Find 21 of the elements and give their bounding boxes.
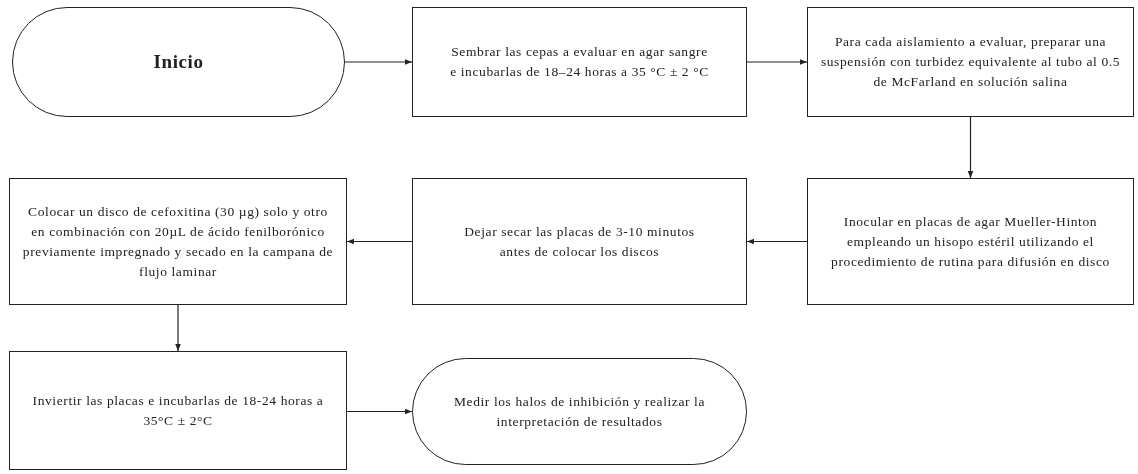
arrow bbox=[746, 238, 808, 245]
arrow bbox=[346, 408, 413, 415]
process-box bbox=[412, 7, 747, 117]
step-text: Colocar un disco de cefoxitina (30 µg) solo y otro en combinación con 20µL de ácido fenilborónico previamente impregnado y secado en la campana de flujo laminar bbox=[22, 202, 334, 281]
process-box bbox=[807, 178, 1134, 305]
step-text: Para cada aislamiento a evaluar, preparar una suspensión con turbidez equivalente al tubo al 0.5 de McFarland en solución salina bbox=[819, 33, 1122, 91]
process-box bbox=[9, 351, 347, 470]
arrow bbox=[175, 304, 181, 352]
process-box bbox=[412, 178, 747, 305]
step-text: Dejar secar las placas de 3-10 minutos antes de colocar los discos bbox=[463, 222, 696, 261]
process-box bbox=[807, 7, 1134, 117]
arrow bbox=[746, 59, 808, 65]
step-text: Inicio bbox=[153, 52, 204, 72]
step-text: Inviertir las placas e incubarlas de 18-24 horas a 35°C ± 2°C bbox=[31, 391, 325, 430]
arrow bbox=[344, 59, 413, 65]
arrow bbox=[346, 238, 413, 245]
step-text: Inocular en placas de agar Mueller-Hinton empleando un hisopo estéril utilizando el procedimiento de rutina para difusión en disco bbox=[830, 212, 1111, 271]
process-box bbox=[9, 178, 347, 305]
arrow bbox=[967, 116, 974, 179]
step-text: Sembrar las cepas a evaluar en agar sangre e incubarlas de 18–24 horas a 35 °C ± 2 °C bbox=[449, 43, 710, 81]
step-text: Medir los halos de inhibición y realizar la interpretación de resultados bbox=[452, 392, 707, 431]
